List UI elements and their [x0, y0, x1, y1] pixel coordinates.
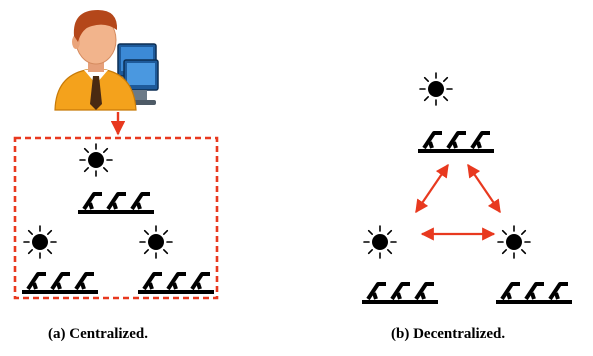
- caption-decentralized: (b) Decentralized.: [391, 326, 506, 342]
- operator-with-computer-icon: [54, 10, 159, 111]
- peer-link-arrow: [415, 163, 449, 214]
- solar-panel-icon: [136, 272, 216, 296]
- sun-icon: [497, 225, 531, 259]
- solar-panel-icon: [494, 282, 574, 306]
- solar-panel-icon: [416, 131, 496, 155]
- centralized-control-region: [13, 136, 219, 300]
- solar-panel-icon: [360, 282, 440, 306]
- sun-icon: [79, 143, 113, 177]
- sun-icon: [139, 225, 173, 259]
- sun-icon: [363, 225, 397, 259]
- sun-icon: [23, 225, 57, 259]
- peer-link-arrow: [467, 163, 501, 214]
- solar-panel-icon: [20, 272, 100, 296]
- sun-icon: [419, 72, 453, 106]
- solar-panel-icon: [76, 192, 156, 216]
- caption-centralized: (a) Centralized.: [48, 326, 148, 342]
